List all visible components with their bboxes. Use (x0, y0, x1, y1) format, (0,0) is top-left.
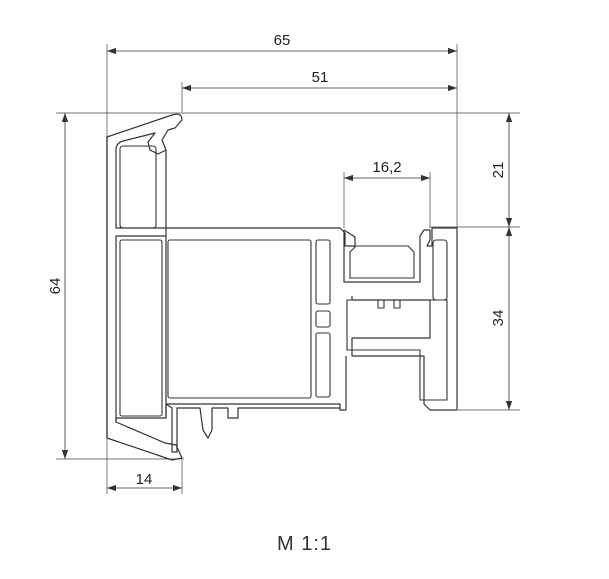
scale-label: M 1:1 (276, 533, 333, 555)
dim-label-lower-height: 34 (490, 310, 507, 327)
dimension-labels: 65 51 16,2 64 21 34 14 (47, 32, 507, 488)
cavity-slot-mid (315, 310, 331, 328)
dimension-lines (61, 47, 513, 492)
cavity-right-chamber (346, 299, 448, 401)
dim-label-upper-height: 21 (490, 162, 507, 179)
dim-label-overall-height: 64 (47, 278, 64, 295)
profile-cavities (119, 145, 448, 417)
cavity-left-main (119, 239, 163, 417)
groove-floor-ribs (349, 245, 415, 279)
dim-label-overall-width: 65 (274, 32, 291, 49)
dim-label-lip-width: 14 (136, 471, 153, 488)
cavity-slot-bottom (315, 332, 331, 398)
cavity-right-narrow (432, 239, 448, 301)
dim-label-inner-width: 51 (312, 69, 329, 86)
cavity-slot-top (315, 239, 331, 305)
cavity-left-upper (119, 145, 157, 229)
cavity-center-main (167, 239, 312, 399)
dim-label-groove-width: 16,2 (372, 159, 401, 176)
profile-outline (106, 113, 458, 461)
